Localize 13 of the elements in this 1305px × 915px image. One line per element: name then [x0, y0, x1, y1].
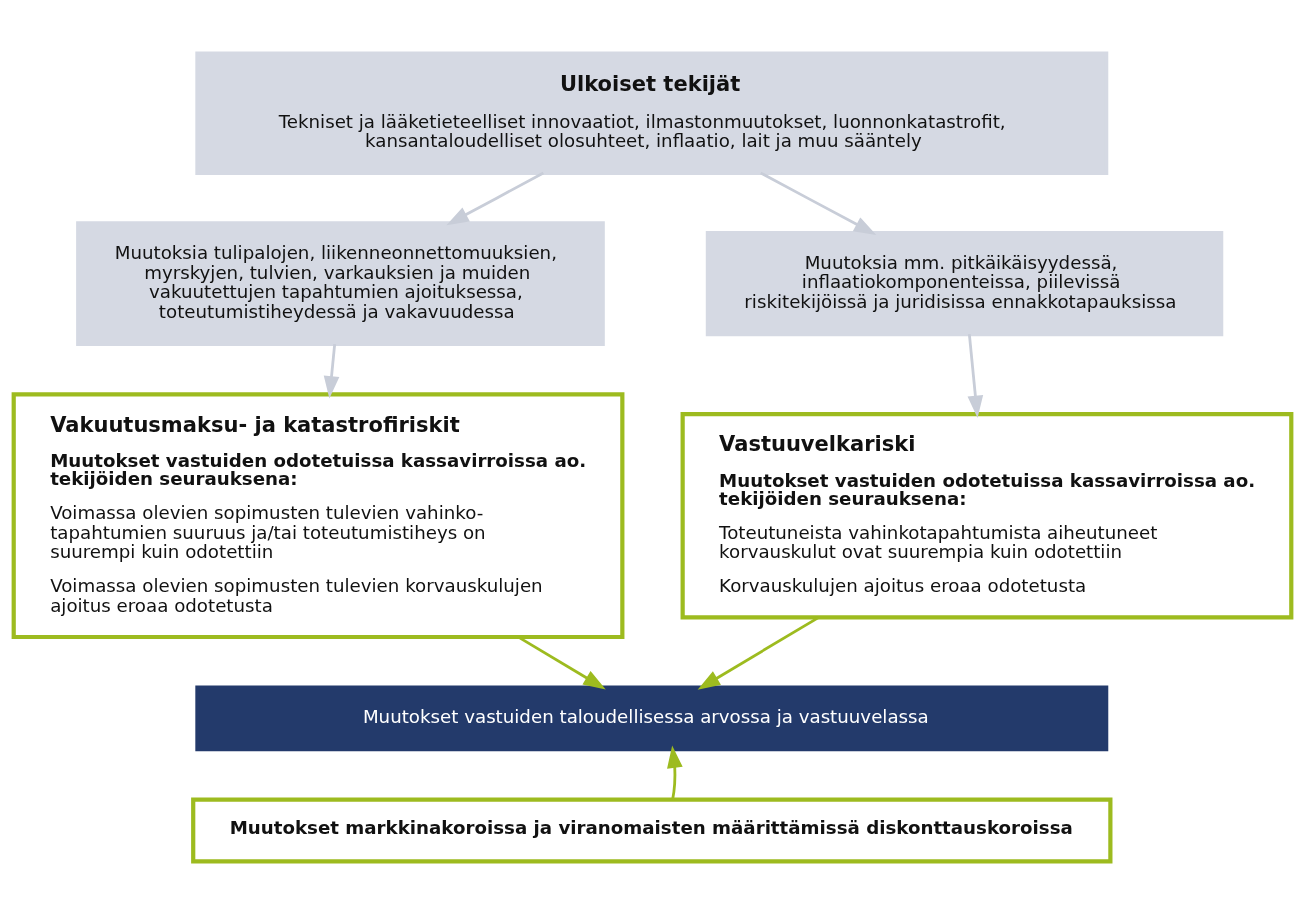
node-box: Muutoksia tulipalojen, liikenneonnettomuuksien, myrskyjen, tulvien, varkauksien ja muiden vakuutettujen tapahtumien ajoituksessa, toteutumistiheydessä ja vakavuudessa [76, 221, 605, 346]
node-box: Muutoksia mm. pitkäikäisyydessä, inflaatiokomponenteissa, piilevissä riskitekijöissä ja juridisissa ennakkotapauksissa [705, 231, 1224, 337]
arrow [323, 343, 340, 399]
arrow [967, 334, 984, 418]
node-box: Muutokset markkinakoroissa ja viranomaisten määrittämissä diskonttauskoroissa [191, 797, 1113, 864]
node-box: Vakuutusmaksu- ja katastrofiriskit Muutokset vastuiden odotetuissa kassavirroissa ao. tekijöiden seurauksena: Voimassa olevien sopimusten tulevien vahinko-tapahtumien suuruus ja/tai toteutumistiheys on suurempi kuin odotettiin Voimassa olevien sopimusten tulevien korvauskulujen ajoitus eroaa odotetusta [11, 392, 625, 640]
node-box: Muutokset vastuiden taloudellisessa arvossa ja vastuuvelassa [195, 685, 1109, 752]
arrow [760, 171, 877, 235]
arrow [667, 745, 683, 800]
arrow [697, 616, 820, 690]
node-box: Vastuuvelkariski Muutokset vastuiden odotetuissa kassavirroissa ao. tekijöiden seurauksena: Toteutuneista vahinkotapahtumista aiheutuneet korvauskulut ovat suurempia kuin odotettiin Korvauskulujen ajoitus eroaa odotetusta [680, 411, 1294, 620]
node-box: Ulkoiset tekijät Tekniset ja lääketieteelliset innovaatiot, ilmastonmuutokset, luonnonkatastrofit, kansantaloudelliset olosuhteet, inflaatio, lait ja muu sääntely [195, 51, 1109, 175]
arrow [446, 171, 544, 226]
